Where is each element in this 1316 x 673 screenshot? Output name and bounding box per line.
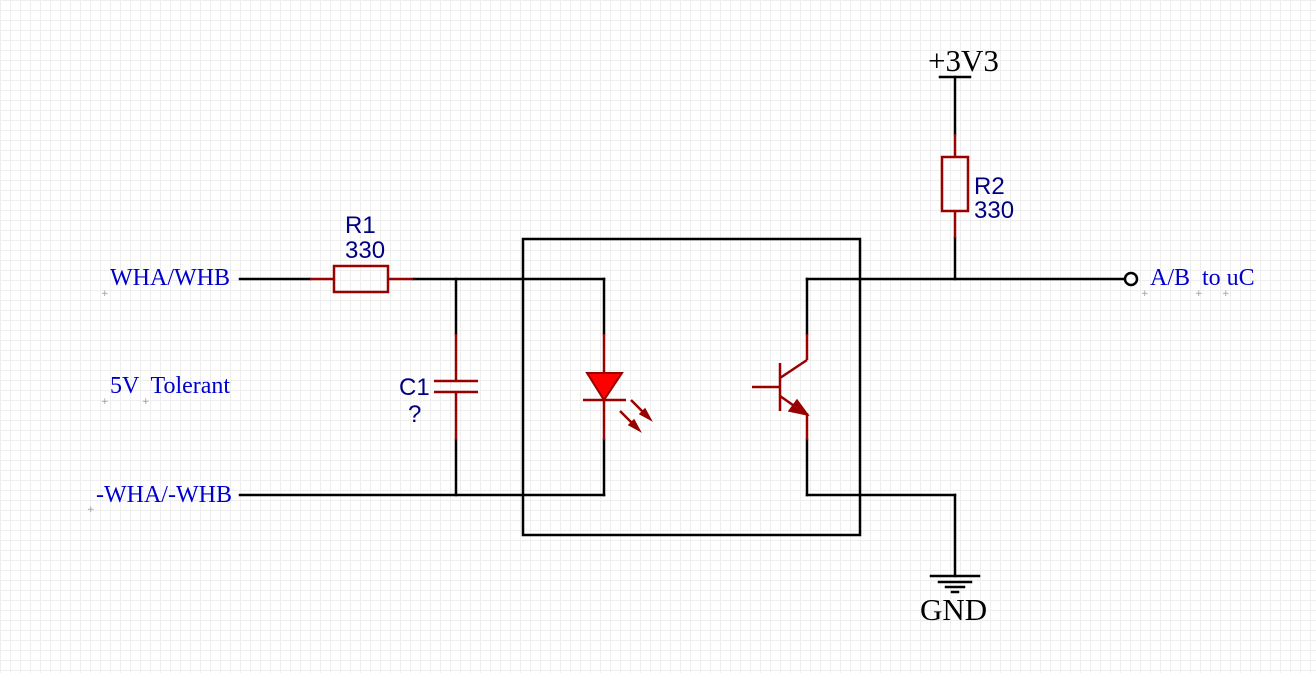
optocoupler-body	[521, 237, 862, 537]
wires	[238, 75, 1126, 578]
svg-text:+: +	[1141, 289, 1149, 299]
phototransistor	[752, 334, 810, 440]
svg-text:+: +	[87, 505, 95, 515]
r2-value: 330	[974, 197, 1014, 224]
power-label-supply: +3V3	[928, 43, 999, 78]
led-emitter	[583, 334, 653, 440]
capacitor-c1[interactable]	[434, 334, 478, 440]
power-label-ground: GND	[920, 592, 987, 627]
output-port-icon[interactable]	[1123, 271, 1139, 287]
svg-text:+: +	[101, 397, 109, 407]
net-label-input-neg: -WHA/-WHB	[96, 482, 232, 508]
c1-ref: C1	[399, 374, 430, 401]
label-anchor-markers: + + + + + + +	[87, 289, 1230, 515]
svg-text:+: +	[142, 397, 150, 407]
net-label-output: A/B to uC	[1150, 265, 1255, 291]
svg-text:+: +	[101, 289, 109, 299]
resistor-r2[interactable]	[940, 134, 970, 238]
ground-icon	[929, 574, 981, 594]
r1-value: 330	[345, 237, 385, 264]
svg-text:+: +	[1195, 289, 1203, 299]
c1-value: ?	[408, 401, 421, 428]
resistor-r1[interactable]	[310, 264, 413, 294]
net-label-note: 5V Tolerant	[110, 373, 230, 399]
net-label-input-pos: WHA/WHB	[110, 265, 230, 291]
r1-ref: R1	[345, 212, 376, 239]
svg-text:+: +	[1222, 289, 1230, 299]
light-arrows-icon	[619, 399, 653, 433]
r2-ref: R2	[974, 173, 1005, 200]
